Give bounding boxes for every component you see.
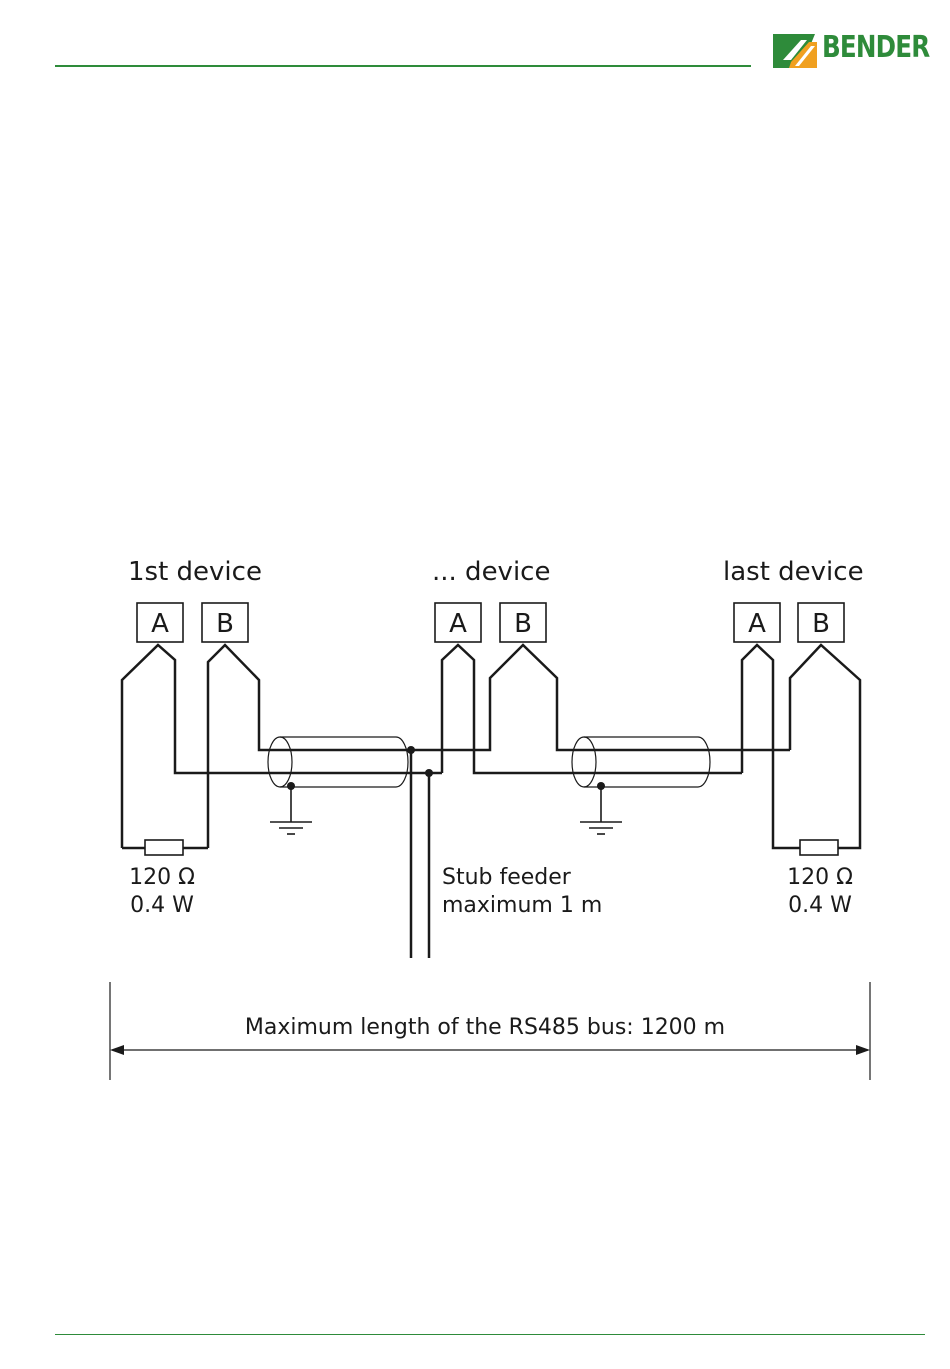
- junction-dot: [425, 769, 433, 777]
- resistor-right-power: 0.4 W: [788, 893, 852, 918]
- bus-length-label: Maximum length of the RS485 bus: 1200 m: [245, 1015, 725, 1040]
- terminal-label: B: [514, 609, 532, 639]
- wire-dev2-b: [442, 645, 790, 750]
- wire-dev2-a: [442, 645, 742, 773]
- wire-dev1-a: [122, 645, 442, 848]
- cable-shield-left: [280, 737, 396, 787]
- wire-dev3-b: [790, 645, 860, 848]
- device-label-2: ... device: [432, 557, 550, 587]
- stub-feeder-label: Stub feeder: [442, 865, 572, 890]
- terminal-label: A: [449, 609, 467, 639]
- device-label-1: 1st device: [128, 557, 262, 587]
- device-label-3: last device: [723, 557, 864, 587]
- resistor-left-value: 120 Ω: [129, 865, 195, 890]
- cable-shield-right: [584, 737, 698, 787]
- arrow-left-icon: [110, 1045, 124, 1055]
- arrow-right-icon: [856, 1045, 870, 1055]
- terminal-label: A: [748, 609, 766, 639]
- footer-rule: [55, 1334, 925, 1335]
- stub-feeder-max: maximum 1 m: [442, 893, 602, 918]
- resistor-left-icon: [145, 840, 183, 855]
- resistor-right-value: 120 Ω: [787, 865, 853, 890]
- terminal-label: B: [216, 609, 234, 639]
- terminal-label: A: [151, 609, 169, 639]
- resistor-left-power: 0.4 W: [130, 893, 194, 918]
- junction-dot: [407, 746, 415, 754]
- resistor-right-icon: [800, 840, 838, 855]
- terminal-label: B: [812, 609, 830, 639]
- wire-dev1-b: [208, 645, 442, 848]
